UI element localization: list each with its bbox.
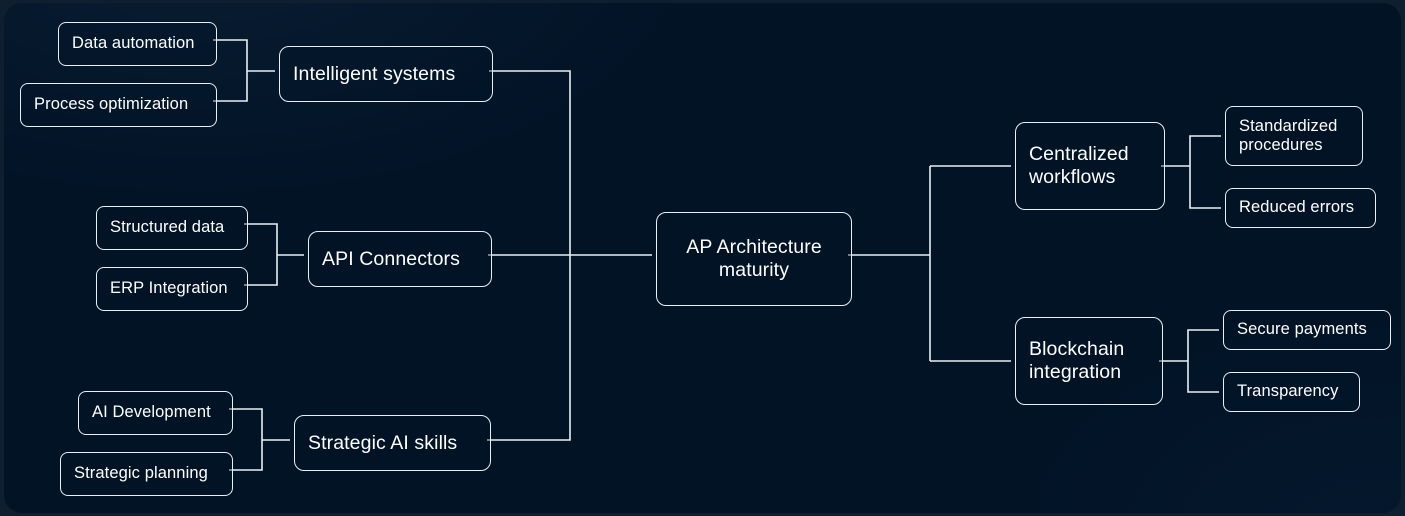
node-centralized-workflows[interactable]: Centralized workflows [1015,122,1165,210]
node-transparency[interactable]: Transparency [1223,372,1360,412]
bracket-intelligent-systems [213,39,248,102]
node-strategic-planning[interactable]: Strategic planning [60,452,233,496]
node-reduced-errors[interactable]: Reduced errors [1225,188,1376,228]
node-root[interactable]: AP Architecture maturity [656,212,852,306]
node-secure-payments[interactable]: Secure payments [1223,310,1391,350]
bracket-api-connectors [244,223,278,286]
node-blockchain-integration[interactable]: Blockchain integration [1015,317,1163,405]
bracket-strategic-ai-skills [229,408,263,471]
node-standardized-procedures[interactable]: Standardized procedures [1225,106,1363,166]
node-api-connectors[interactable]: API Connectors [308,231,492,287]
node-data-automation[interactable]: Data automation [58,22,217,66]
node-ai-development[interactable]: AI Development [78,391,233,435]
bracket-blockchain-integration-leaves [1187,329,1219,393]
node-structured-data[interactable]: Structured data [96,206,248,250]
node-strategic-ai-skills[interactable]: Strategic AI skills [294,415,491,471]
left-main-trunk [487,70,571,441]
diagram-canvas: AP Architecture maturity Intelligent sys… [4,3,1401,513]
node-process-optimization[interactable]: Process optimization [20,83,217,127]
bracket-centralized-workflows-leaves [1189,135,1221,209]
node-erp-integration[interactable]: ERP Integration [96,267,248,311]
node-intelligent-systems[interactable]: Intelligent systems [279,46,493,102]
